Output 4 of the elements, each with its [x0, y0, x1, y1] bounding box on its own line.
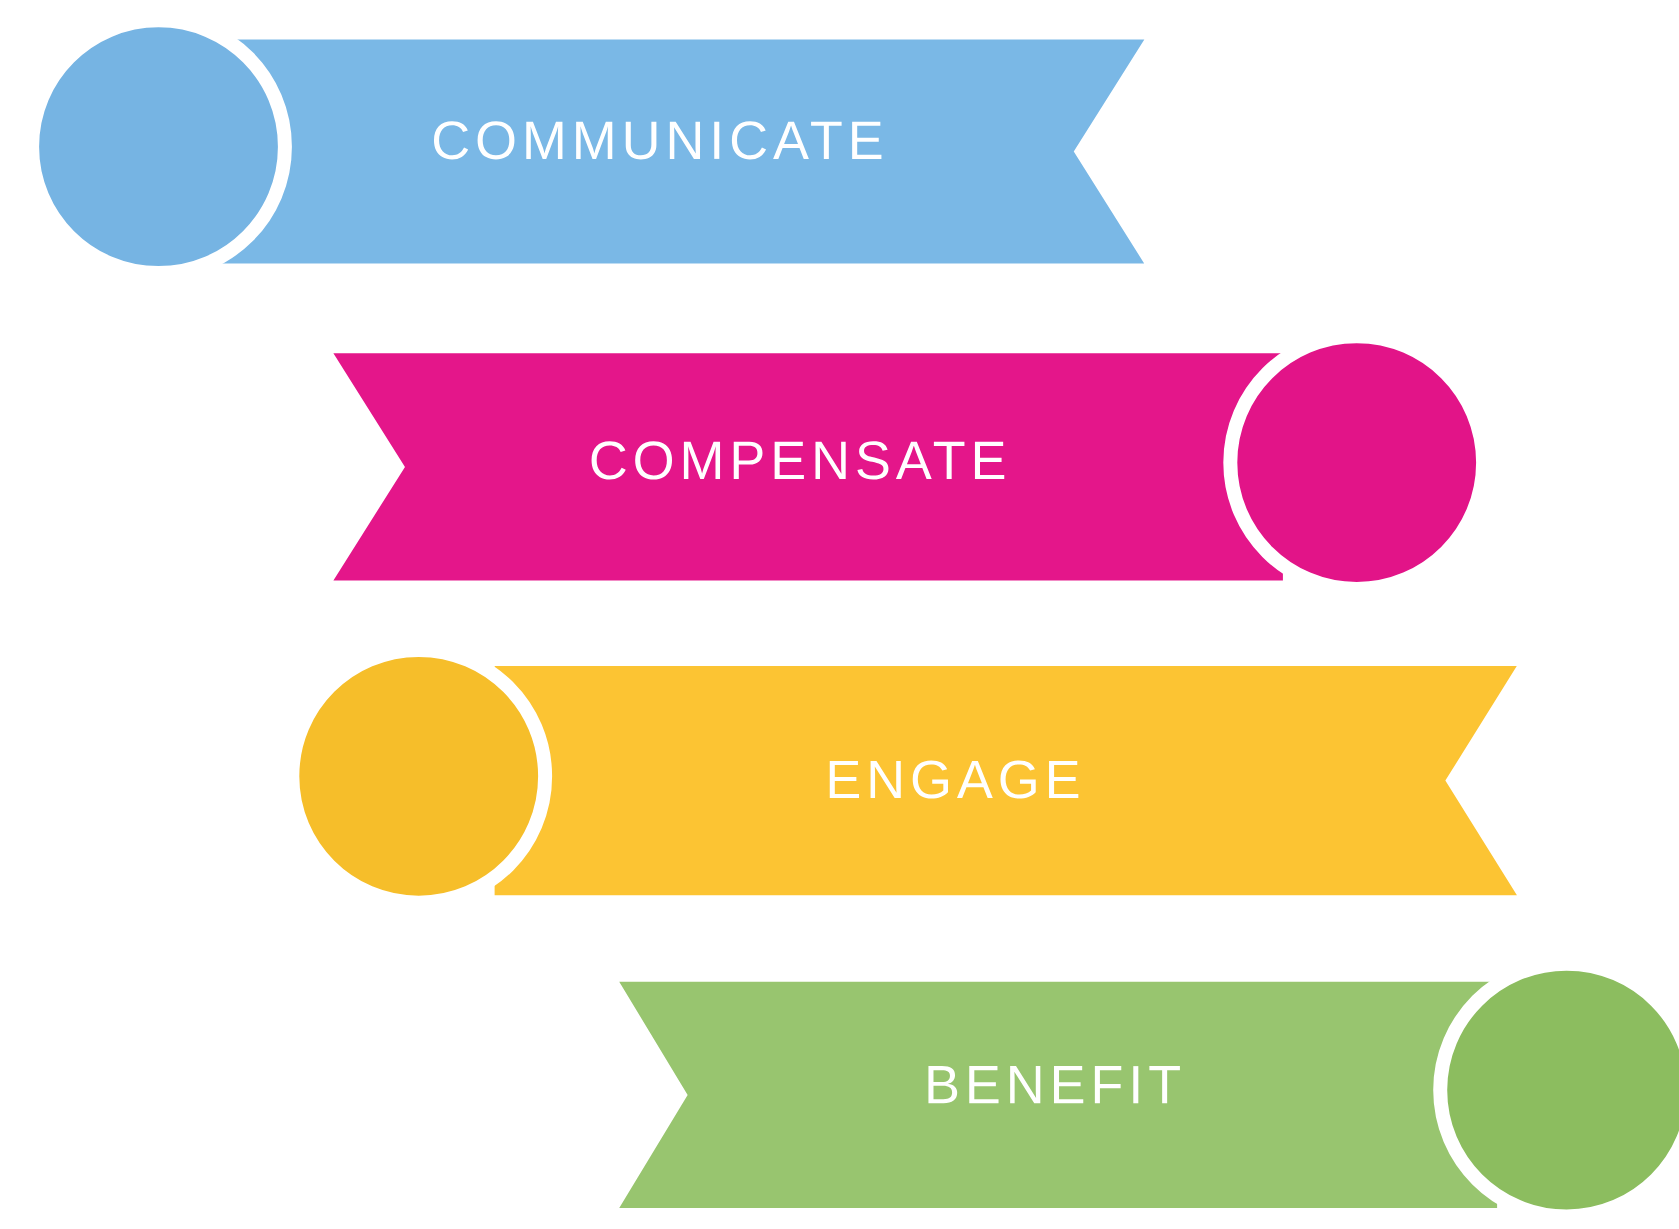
ribbon-banner: ENGAGE	[285, 642, 1525, 910]
ribbon-banner: BENEFIT	[612, 956, 1679, 1224]
ribbon-banner: COMPENSATE	[326, 329, 1491, 596]
ribbon-banner: COMMUNICATE	[25, 13, 1152, 281]
